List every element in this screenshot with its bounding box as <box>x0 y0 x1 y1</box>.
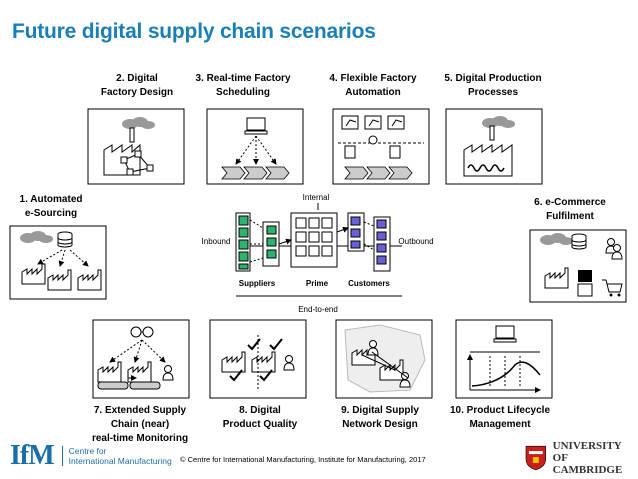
inbound-label: Inbound <box>201 237 231 246</box>
scenario-9-panel <box>335 319 433 399</box>
prime-label: Prime <box>305 279 329 288</box>
scenario-5-panel <box>445 108 543 185</box>
cambridge-crest-icon <box>525 445 546 471</box>
ifm-logo-mark: IfM <box>10 440 55 471</box>
outbound-label: Outbound <box>398 237 434 246</box>
scenario-2-panel <box>87 108 185 185</box>
ifm-logo-text: Centre for International Manufacturing <box>61 446 172 466</box>
scenario-4-panel <box>332 108 430 185</box>
scenario-8-panel <box>209 319 307 399</box>
scenario-7-panel <box>92 319 190 399</box>
scenario-10-panel <box>455 319 553 399</box>
scenario-1-panel <box>9 225 107 300</box>
center-network <box>235 203 402 297</box>
copyright-footer: © Centre for International Manufacturing… <box>180 455 426 464</box>
ifm-logo: IfM Centre for International Manufacturi… <box>10 440 172 472</box>
cambridge-text: UNIVERSITY OF CAMBRIDGE <box>552 440 623 476</box>
cambridge-logo: UNIVERSITY OF CAMBRIDGE <box>525 440 638 476</box>
page-title: Future digital supply chain scenarios <box>12 20 376 43</box>
customers-label: Customers <box>348 279 390 288</box>
suppliers-label: Suppliers <box>238 279 276 288</box>
end-to-end-label: End-to-end <box>298 305 338 314</box>
scenario-6-panel <box>529 229 627 303</box>
internal-label: Internal <box>302 193 330 202</box>
scenario-3-panel <box>206 108 304 185</box>
